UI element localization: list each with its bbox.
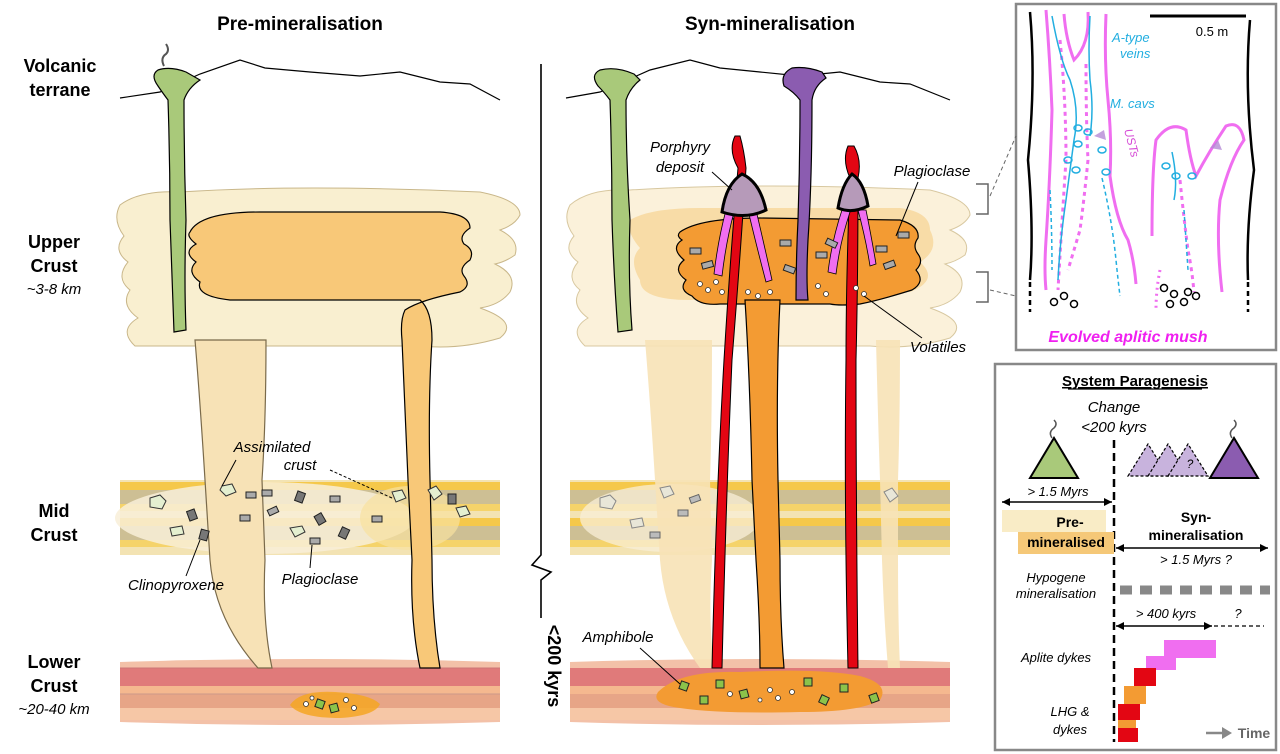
pre-mid-crust-strata xyxy=(115,480,500,555)
mid-crust-label-line1: Mid xyxy=(39,501,70,521)
aplite-bar-2 xyxy=(1146,656,1176,670)
scale-bar-label: 0.5 m xyxy=(1196,24,1229,39)
lhg-bar-4 xyxy=(1118,720,1136,728)
lhg-bar-3 xyxy=(1118,704,1140,720)
plagioclase-label-pre: Plagioclase xyxy=(282,571,359,588)
lower-crust-depth: ~20-40 km xyxy=(18,701,89,718)
syn-duration-label: > 1.5 Myrs ? xyxy=(1160,552,1233,567)
plagioclase-label-syn: Plagioclase xyxy=(894,163,971,180)
system-paragenesis-panel: System Paragenesis Change <200 kyrs ? > … xyxy=(995,364,1276,750)
porphyry-label-line1: Porphyry xyxy=(650,139,712,156)
syn-mineralisation-label-line1: Syn- xyxy=(1181,509,1212,525)
assimilated-crust-label-line1: Assimilated xyxy=(233,439,311,456)
amphibole-label: Amphibole xyxy=(582,629,654,646)
aplitic-mush-inset: 0.5 m A-type veins M. cavs USTs Evolved … xyxy=(976,4,1276,350)
volatiles-label: Volatiles xyxy=(910,339,967,356)
syn-mineralisation-panel: Porphyry deposit Plagioclase Volatiles A… xyxy=(566,60,970,725)
porphyry-label-line2: deposit xyxy=(656,159,705,176)
pre-duration-label: > 1.5 Myrs xyxy=(1027,484,1089,499)
change-label-line1: Change xyxy=(1088,399,1141,416)
aplite-dykes-label: Aplite dykes xyxy=(1020,650,1092,665)
upper-crust-depth: ~3-8 km xyxy=(27,281,82,298)
volcanic-label-line1: Volcanic xyxy=(24,56,97,76)
pre-volcanic-plume xyxy=(162,44,168,66)
lhg-bar-5 xyxy=(1118,728,1138,742)
m-cavs-label: M. cavs xyxy=(1110,96,1155,111)
clinopyroxene-label: Clinopyroxene xyxy=(128,577,224,594)
lhg-label-line2: dykes xyxy=(1053,722,1087,737)
syn-mineralisation-label-line2: mineralisation xyxy=(1149,527,1244,543)
level-labels: Volcanic terrane Upper Crust ~3-8 km Mid… xyxy=(18,56,96,718)
inset-bracket-upper xyxy=(976,184,988,214)
change-label-line2: <200 kyrs xyxy=(1081,419,1147,436)
aplite-duration-question: ? xyxy=(1234,606,1242,621)
lower-crust-label-line2: Crust xyxy=(30,676,77,696)
pre-pale-conduit xyxy=(195,340,272,668)
pre-mineralised-label-line1: Pre- xyxy=(1056,514,1084,530)
aplitic-mush-caption: Evolved aplitic mush xyxy=(1048,329,1207,346)
porphyry-deposit-left xyxy=(722,174,766,216)
timeline-label: <200 kyrs xyxy=(544,625,564,708)
upper-crust-label-line2: Crust xyxy=(30,256,77,276)
lower-crust-label-line1: Lower xyxy=(27,652,80,672)
time-divider-line xyxy=(532,64,551,618)
hypogene-label-line1: Hypogene xyxy=(1026,570,1085,585)
pre-mineralised-label-line2: mineralised xyxy=(1027,534,1105,550)
upper-crust-label-line1: Upper xyxy=(28,232,80,252)
paragenesis-title: System Paragenesis xyxy=(1062,373,1208,390)
a-type-label-line2: veins xyxy=(1120,46,1151,61)
lhg-bar-1 xyxy=(1134,668,1156,686)
mid-crust-label-line2: Crust xyxy=(30,525,77,545)
a-type-label-line1: A-type xyxy=(1111,30,1150,45)
time-label: Time xyxy=(1238,725,1271,741)
pre-mineralised-bar-pale xyxy=(1002,510,1106,532)
volcanic-label-line2: terrane xyxy=(29,80,90,100)
lhg-bar-2 xyxy=(1124,686,1146,704)
pre-mineralisation-heading: Pre-mineralisation xyxy=(217,14,383,35)
porphyry-deposit-right xyxy=(838,174,868,211)
pre-mineralisation-panel: Assimilated crust Clinopyroxene Plagiocl… xyxy=(115,44,520,725)
inset-leader-bottom xyxy=(990,290,1016,296)
syn-mineralisation-heading: Syn-mineralisation xyxy=(685,14,855,35)
lhg-label-line1: LHG & xyxy=(1050,704,1089,719)
assimilated-crust-label-line2: crust xyxy=(284,457,317,474)
time-divider: <200 kyrs xyxy=(532,64,564,707)
aplite-duration-label: > 400 kyrs xyxy=(1136,606,1197,621)
inset-bracket-lower xyxy=(976,272,988,302)
inset-leader-top xyxy=(990,136,1016,196)
syn-volcano-question: ? xyxy=(1187,457,1194,471)
aplite-bar-1 xyxy=(1164,640,1216,658)
hypogene-label-line2: mineralisation xyxy=(1016,586,1096,601)
